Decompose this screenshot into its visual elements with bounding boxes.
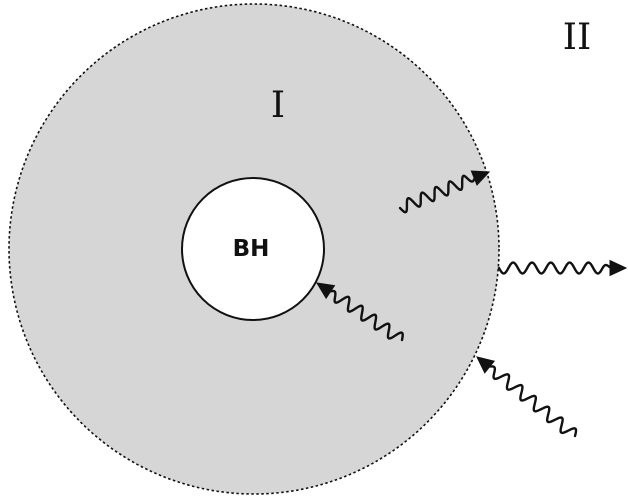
photon-absorbed-by-bh [316, 282, 404, 342]
photon-crossing-boundary-outward [398, 170, 491, 214]
arrowhead [316, 282, 336, 300]
arrowhead [470, 170, 491, 186]
region-two-label: II [563, 17, 591, 58]
arrowhead [609, 259, 628, 277]
arrowhead [476, 356, 496, 374]
photon-wave [398, 174, 478, 214]
photon-entering-region-one [476, 356, 578, 438]
photon-escaping-region-two [497, 259, 628, 277]
photon-wave [497, 261, 614, 275]
photon-wave [327, 289, 404, 342]
region-one-label: I [271, 85, 285, 126]
photon-wave [486, 364, 578, 438]
black-hole-label: BH [233, 236, 270, 262]
black-hole [181, 177, 325, 321]
